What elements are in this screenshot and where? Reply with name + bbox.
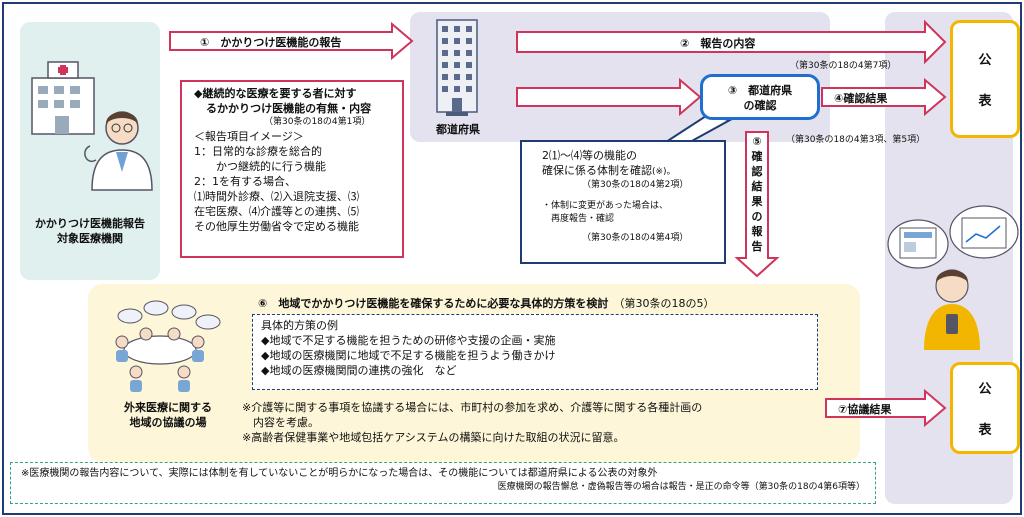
building-icon xyxy=(436,19,478,116)
result-report-label: ⑤ 確 認 結 果 の 報 告 xyxy=(746,134,768,254)
result-report-char: 結 xyxy=(751,180,763,193)
system-line2: 確保に係る体制を確認(※)。 xyxy=(542,163,724,179)
example-item: ◆地域の医療機関に地域で不足する機能を担うよう働きかけ xyxy=(261,349,556,362)
confirm-result-arrow xyxy=(821,77,947,117)
system-ref2: （第30条の18の4第4項） xyxy=(582,233,689,243)
publication-char: 公 xyxy=(978,382,992,397)
confirm-result-label: ④確認結果 xyxy=(834,92,888,105)
result-report-char: ⑤ xyxy=(752,135,762,148)
council-place-line2: 地域の協議の場 xyxy=(129,416,207,429)
council-note-line: ※高齢者保健事業や地域包括ケアシステムの構築に向けた取組の状況に留意。 xyxy=(242,431,625,444)
result-report-char: の xyxy=(751,210,763,223)
report-item-line: 1：日常的な診療を総合的 xyxy=(194,145,322,158)
report-arrow-label: ① かかりつけ医機能の報告 xyxy=(200,36,342,49)
report-image-title: ＜報告項目イメージ＞ xyxy=(194,130,304,143)
system-line1: 2⑴～⑷等の機能の xyxy=(542,149,637,162)
council-note-line: ※介護等に関する事項を協議する場合には、市町村の参加を求め、介護等に関する各種計… xyxy=(242,401,703,414)
hospital-icon xyxy=(31,61,95,135)
council-note-line: 内容を考慮。 xyxy=(242,416,319,429)
report-arrow xyxy=(169,21,414,61)
content-arrow-label: ② 報告の内容 xyxy=(680,37,756,50)
prefecture-confirm-box: ③ 都道府県 の確認 xyxy=(700,74,820,120)
report-item-line: 在宅医療、⑷介護等との連携、⑸ xyxy=(194,205,359,218)
result-report-char: 告 xyxy=(751,240,763,253)
report-item-line: かつ継続的に行う機能 xyxy=(194,160,326,173)
confirm-box-line1: ③ 都道府県 xyxy=(727,84,793,97)
system-bullet2: 再度報告・確認 xyxy=(542,214,615,224)
content-arrow-ref: （第30条の18の4第7項） xyxy=(790,61,897,71)
institution-label-line2: 対象医療機関 xyxy=(57,232,123,245)
report-heading-line1: ◆継続的な医療を要する者に対す xyxy=(194,87,357,100)
report-heading-line2: るかかりつけ医機能の有無・内容 xyxy=(206,102,372,115)
council-place-line1: 外来医療に関する xyxy=(124,401,212,414)
footer-note-box: ※医療機関の報告内容について、実際には体制を有していないことが明らかになった場合… xyxy=(10,462,876,504)
doctor-icon xyxy=(84,111,153,191)
council-result-label: ⑦協議結果 xyxy=(838,403,892,416)
publication-char: 表 xyxy=(978,423,992,438)
system-ref1: （第30条の18の4第2項） xyxy=(582,180,689,190)
result-report-char: 認 xyxy=(751,165,763,178)
institution-label-line1: かかりつけ医機能報告 xyxy=(34,217,146,230)
report-items-box: ◆継続的な医療を要する者に対す るかかりつけ医機能の有無・内容 （第30条の18… xyxy=(180,80,404,258)
confirm-box-line2: の確認 xyxy=(743,99,777,112)
medical-institution-panel xyxy=(20,22,160,280)
council-title-text: ⑥ 地域でかかりつけ医機能を確保するために必要な具体的方策を検討 xyxy=(258,297,609,310)
result-report-char: 果 xyxy=(751,195,763,208)
prefecture-label: 都道府県 xyxy=(436,123,480,136)
to-confirm-arrow xyxy=(516,77,702,117)
footer-line1: ※医療機関の報告内容について、実際には体制を有していないことが明らかになった場合… xyxy=(21,468,658,479)
content-arrow xyxy=(516,19,947,65)
publication-box-top: 公 表 xyxy=(950,20,1020,138)
result-report-arrow xyxy=(734,131,780,278)
report-item-line: ⑴時間外診療、⑵入退院支援、⑶ xyxy=(194,190,359,203)
council-notes: ※介護等に関する事項を協議する場合には、市町村の参加を求め、介護等に関する各種計… xyxy=(242,400,702,445)
result-report-char: 確 xyxy=(751,150,763,163)
report-item-line: 2：1を有する場合、 xyxy=(194,175,296,188)
meeting-icon xyxy=(115,300,221,392)
system-line2-text: 確保に係る体制を確認 xyxy=(542,164,652,177)
system-line2-note: (※)。 xyxy=(652,167,676,177)
examples-box: 具体的方策の例 ◆地域で不足する機能を担うための研修や支援の企画・実施 ◆地域の… xyxy=(252,314,818,390)
examples-title: 具体的方策の例 xyxy=(261,319,338,332)
council-title-ref: （第30条の18の5） xyxy=(613,297,715,310)
result-report-char: 報 xyxy=(751,225,763,238)
publication-char: 公 xyxy=(978,53,992,68)
council-title: ⑥ 地域でかかりつけ医機能を確保するために必要な具体的方策を検討 （第30条の1… xyxy=(258,292,715,311)
person-viewing-icon xyxy=(887,205,1019,350)
report-item-line: その他厚生労働省令で定める機能 xyxy=(194,220,359,233)
example-item: ◆地域で不足する機能を担うための研修や支援の企画・実施 xyxy=(261,334,556,347)
council-place-label: 外来医療に関する 地域の協議の場 xyxy=(98,400,238,430)
publication-box-bottom: 公 表 xyxy=(950,362,1020,454)
example-item: ◆地域の医療機関間の連携の強化 など xyxy=(261,364,457,377)
system-confirm-box: 2⑴～⑷等の機能の 確保に係る体制を確認(※)。 （第30条の18の4第2項） … xyxy=(520,140,726,264)
medical-institution-label: かかりつけ医機能報告 対象医療機関 xyxy=(20,216,160,246)
publication-char: 表 xyxy=(978,94,992,109)
confirm-result-ref: （第30条の18の4第3項、第5項） xyxy=(786,135,926,145)
council-result-arrow xyxy=(825,388,947,428)
system-bullet1: ・体制に変更があった場合は、 xyxy=(542,201,669,211)
report-heading-ref: （第30条の18の4第1項） xyxy=(264,117,371,127)
footer-line2: 医療機関の報告懈怠・虚偽報告等の場合は報告・是正の命令等（第30条の18の4第6… xyxy=(497,482,865,492)
